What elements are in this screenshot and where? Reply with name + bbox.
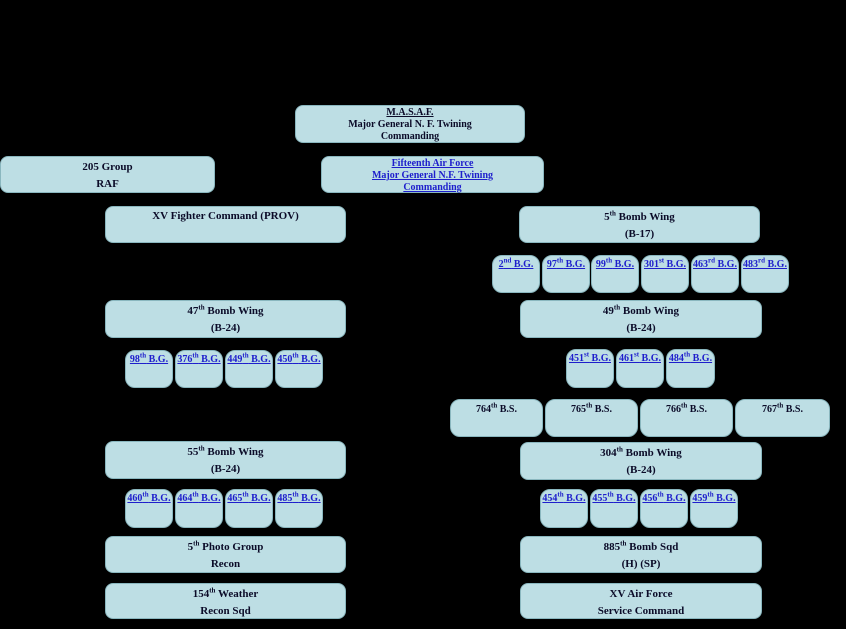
box-465th-bg: 465th B.G. <box>225 489 273 528</box>
bomb-wing-55-title: 55th Bomb Wing <box>187 444 264 458</box>
fifteenth-af-role-link[interactable]: Commanding <box>403 182 462 193</box>
photo-group-sub: Recon <box>210 558 241 570</box>
masaf-commander: Major General N. F. Twining <box>348 119 472 130</box>
link-97th-bg[interactable]: 97th B.G. <box>546 256 586 270</box>
bomb-wing-5-title: 5th Bomb Wing <box>604 209 675 223</box>
box-766th-bs: 766th B.S. <box>640 399 733 437</box>
box-456th-bg: 456th B.G. <box>640 489 688 528</box>
link-450th-bg[interactable]: 450th B.G. <box>277 351 321 365</box>
box-98th-bg: 98th B.G. <box>125 350 173 388</box>
box-xv-fighter-command: XV Fighter Command (PROV) <box>105 206 346 243</box>
box-461st-bg: 461st B.G. <box>616 349 664 388</box>
box-455th-bg: 455th B.G. <box>590 489 638 528</box>
link-484th-bg[interactable]: 484th B.G. <box>668 350 713 364</box>
link-463rd-bg[interactable]: 463rd B.G. <box>693 256 737 270</box>
bomb-wing-5-aircraft: (B-17) <box>624 228 655 240</box>
box-bomb-wing-55: 55th Bomb Wing (B-24) <box>105 441 346 479</box>
label-764th-bs: 764th B.S. <box>476 401 517 415</box>
bomb-sqd-885-sub: (H) (SP) <box>621 558 661 570</box>
box-205-group-raf: 205 Group RAF <box>0 156 215 193</box>
bomb-wing-47-aircraft: (B-24) <box>210 322 241 334</box>
box-463rd-bg: 463rd B.G. <box>691 255 739 293</box>
link-459th-bg[interactable]: 459th B.G. <box>692 490 736 504</box>
box-451st-bg: 451st B.G. <box>566 349 614 388</box>
box-5th-photo-group: 5th Photo Group Recon <box>105 536 346 573</box>
box-bomb-wing-49: 49th Bomb Wing (B-24) <box>520 300 762 338</box>
label-767th-bs: 767th B.S. <box>762 401 803 415</box>
fifteenth-af-link[interactable]: Fifteenth Air Force <box>391 158 474 169</box>
bomb-wing-304-aircraft: (B-24) <box>626 464 656 476</box>
box-885th-bomb-sqd: 885th Bomb Sqd (H) (SP) <box>520 536 762 573</box>
xv-fighter-command-label: XV Fighter Command (PROV) <box>152 210 299 222</box>
link-461st-bg[interactable]: 461st B.G. <box>618 350 661 364</box>
box-xv-service-command: XV Air Force Service Command <box>520 583 762 619</box>
fifteenth-af-commander-link[interactable]: Major General N.F. Twining <box>371 170 494 181</box>
masaf-title: M.A.S.A.F. <box>386 107 434 118</box>
masaf-role: Commanding <box>380 131 440 142</box>
box-bomb-wing-47: 47th Bomb Wing (B-24) <box>105 300 346 338</box>
weather-sub: Recon Sqd <box>200 605 251 617</box>
link-301st-bg[interactable]: 301st B.G. <box>643 256 686 270</box>
service-command-sub: Service Command <box>597 605 685 617</box>
box-fifteenth-air-force: Fifteenth Air Force Major General N.F. T… <box>321 156 544 193</box>
link-464th-bg[interactable]: 464th B.G. <box>177 490 221 504</box>
bomb-wing-47-title: 47th Bomb Wing <box>187 303 264 317</box>
box-460th-bg: 460th B.G. <box>125 489 173 528</box>
weather-title: 154th Weather <box>192 586 259 600</box>
box-464th-bg: 464th B.G. <box>175 489 223 528</box>
label-766th-bs: 766th B.S. <box>666 401 707 415</box>
box-2nd-bg: 2nd B.G. <box>492 255 540 293</box>
link-98th-bg[interactable]: 98th B.G. <box>129 351 169 365</box>
link-456th-bg[interactable]: 456th B.G. <box>642 490 686 504</box>
box-484th-bg: 484th B.G. <box>666 349 715 388</box>
bomb-sqd-885-title: 885th Bomb Sqd <box>603 539 679 553</box>
link-449th-bg[interactable]: 449th B.G. <box>227 351 271 365</box>
box-483rd-bg: 483rd B.G. <box>741 255 789 293</box>
box-154th-weather: 154th Weather Recon Sqd <box>105 583 346 619</box>
bomb-wing-55-aircraft: (B-24) <box>210 463 241 475</box>
link-451st-bg[interactable]: 451st B.G. <box>568 350 611 364</box>
raf-group-title: 205 Group <box>82 161 133 173</box>
link-483rd-bg[interactable]: 483rd B.G. <box>743 256 787 270</box>
box-bomb-wing-5: 5th Bomb Wing (B-17) <box>519 206 760 243</box>
box-767th-bs: 767th B.S. <box>735 399 830 437</box>
bomb-wing-49-aircraft: (B-24) <box>626 322 656 334</box>
box-764th-bs: 764th B.S. <box>450 399 543 437</box>
link-454th-bg[interactable]: 454th B.G. <box>542 490 586 504</box>
link-465th-bg[interactable]: 465th B.G. <box>227 490 271 504</box>
raf-group-sub: RAF <box>96 178 119 190</box>
label-765th-bs: 765th B.S. <box>571 401 612 415</box>
bomb-wing-304-title: 304th Bomb Wing <box>600 445 682 459</box>
box-450th-bg: 450th B.G. <box>275 350 323 388</box>
box-485th-bg: 485th B.G. <box>275 489 323 528</box>
box-765th-bs: 765th B.S. <box>545 399 638 437</box>
link-2nd-bg[interactable]: 2nd B.G. <box>498 256 534 270</box>
link-455th-bg[interactable]: 455th B.G. <box>592 490 636 504</box>
box-99th-bg: 99th B.G. <box>591 255 639 293</box>
box-301st-bg: 301st B.G. <box>641 255 689 293</box>
box-454th-bg: 454th B.G. <box>540 489 588 528</box>
bomb-wing-49-title: 49th Bomb Wing <box>602 303 680 317</box>
link-485th-bg[interactable]: 485th B.G. <box>277 490 321 504</box>
link-460th-bg[interactable]: 460th B.G. <box>127 490 171 504</box>
link-376th-bg[interactable]: 376th B.G. <box>177 351 221 365</box>
link-99th-bg[interactable]: 99th B.G. <box>595 256 635 270</box>
service-command-title: XV Air Force <box>609 588 673 600</box>
box-459th-bg: 459th B.G. <box>690 489 738 528</box>
photo-group-title: 5th Photo Group <box>187 539 264 553</box>
box-masaf: M.A.S.A.F. Major General N. F. Twining C… <box>295 105 525 143</box>
box-376th-bg: 376th B.G. <box>175 350 223 388</box>
box-449th-bg: 449th B.G. <box>225 350 273 388</box>
box-97th-bg: 97th B.G. <box>542 255 590 293</box>
box-bomb-wing-304: 304th Bomb Wing (B-24) <box>520 442 762 480</box>
